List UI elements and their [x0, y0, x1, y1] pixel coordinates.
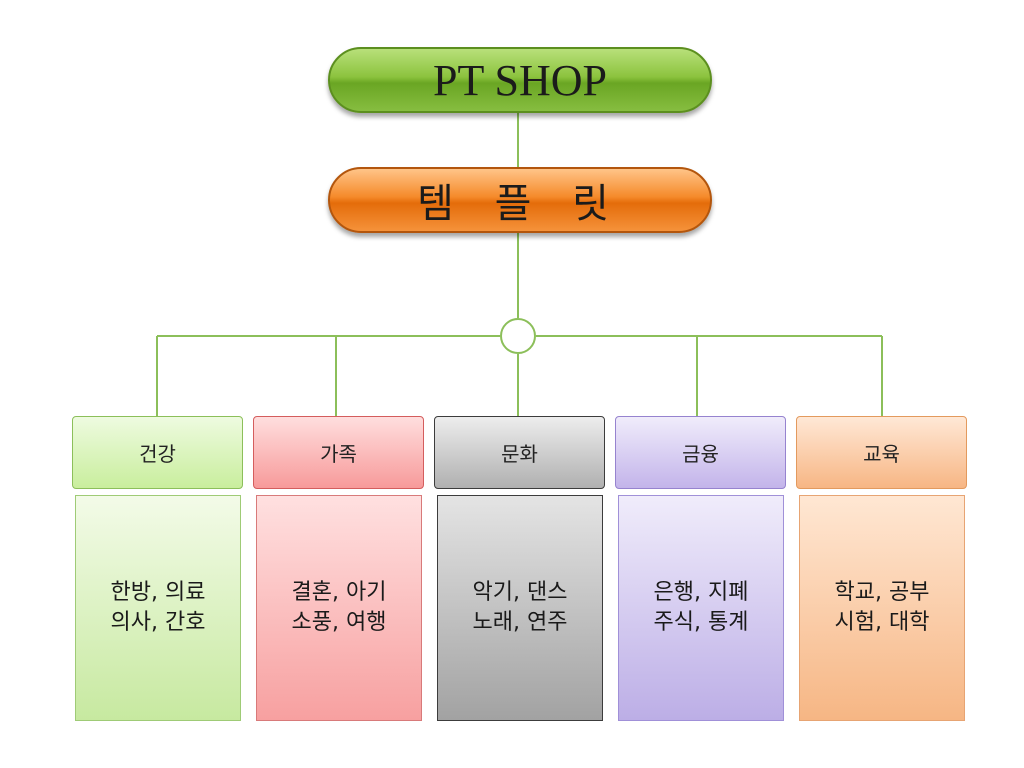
category-body-culture: 악기, 댄스 노래, 연주 [437, 495, 603, 721]
category-body-health: 한방, 의료 의사, 간호 [75, 495, 241, 721]
category-title: 가족 [320, 442, 357, 466]
category-item-line: 주식, 통계 [653, 610, 749, 635]
sub-title: 템 플 릿 [417, 181, 623, 227]
category-title: 교육 [863, 442, 900, 466]
category-item-line: 노래, 연주 [472, 610, 568, 635]
category-item-line: 의사, 간호 [110, 610, 206, 635]
sub-node: 템 플 릿 [328, 167, 712, 233]
hub-circle [500, 318, 536, 354]
category-body-education: 학교, 공부 시험, 대학 [799, 495, 965, 721]
category-title: 금융 [682, 442, 719, 466]
category-body-family: 결혼, 아기 소풍, 여행 [256, 495, 422, 721]
category-title: 문화 [501, 442, 538, 466]
root-node: PT SHOP [328, 47, 712, 113]
category-body-finance: 은행, 지폐 주식, 통계 [618, 495, 784, 721]
category-item-line: 소풍, 여행 [291, 610, 387, 635]
category-item-line: 결혼, 아기 [291, 580, 387, 605]
category-item-line: 학교, 공부 [834, 580, 930, 605]
category-header-finance: 금융 [615, 416, 786, 489]
category-title: 건강 [139, 442, 176, 466]
category-item-line: 시험, 대학 [834, 610, 930, 635]
category-header-health: 건강 [72, 416, 243, 489]
category-item-line: 악기, 댄스 [472, 580, 568, 605]
root-title: PT SHOP [432, 55, 608, 105]
category-item-line: 한방, 의료 [110, 580, 206, 605]
category-header-family: 가족 [253, 416, 424, 489]
category-item-line: 은행, 지폐 [653, 580, 749, 605]
category-header-education: 교육 [796, 416, 967, 489]
category-header-culture: 문화 [434, 416, 605, 489]
